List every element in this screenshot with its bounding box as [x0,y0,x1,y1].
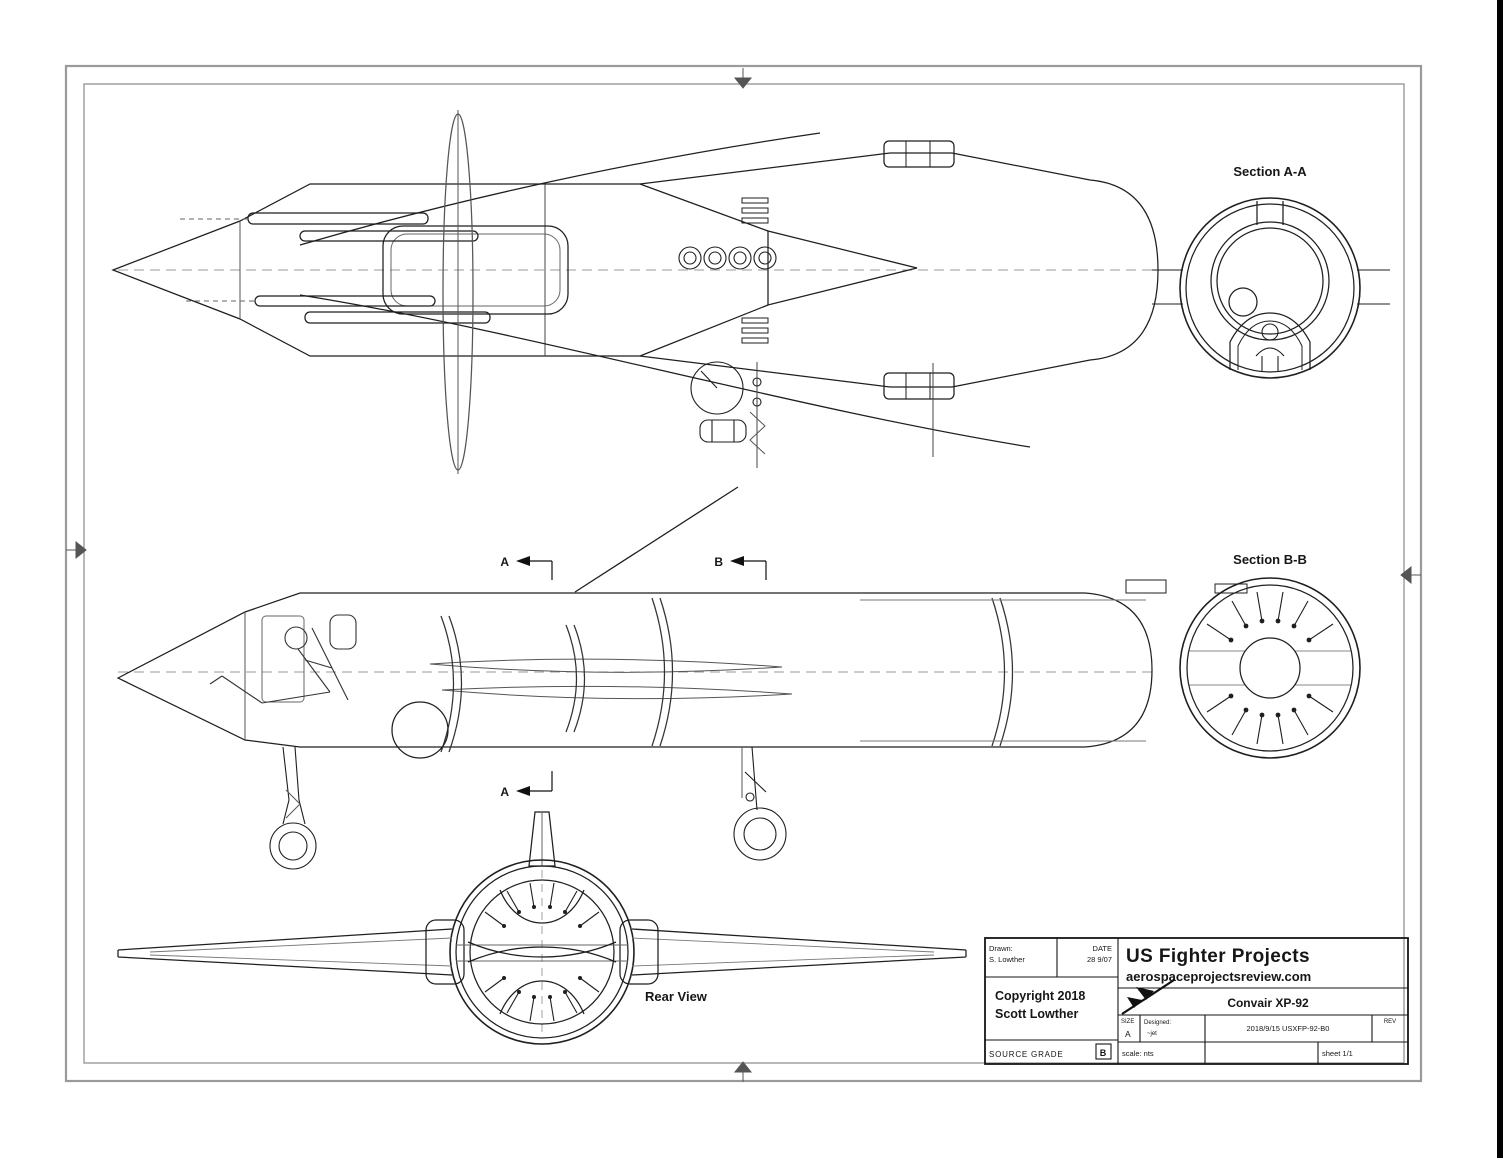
designed-value: ~jet [1147,1031,1157,1037]
date-value: 28 9/07 [1087,955,1112,964]
rear-pod-left [425,919,465,985]
rear-pod-right [619,919,659,985]
logo-aircraft-icon [1121,979,1175,1015]
website: aerospaceprojectsreview.com [1126,969,1311,984]
rear-view [117,811,967,1045]
aa-centerline-ticks [1152,269,1390,305]
rear-wings [117,928,967,976]
rear-spokes [484,882,600,1022]
plan-guns [180,212,491,324]
cut-label-b-top: B [714,555,723,569]
bb-spokes [1206,591,1334,745]
plan-vent-slots [741,197,769,344]
fin-leading-edge [574,486,739,593]
rear-duct-arcs [499,889,585,1015]
side-view [116,486,1248,870]
rev-label: REV [1384,1019,1396,1025]
main-gear [733,746,787,861]
aa-pilot [1255,323,1285,372]
fuel-tank-lower [441,685,793,700]
title-block-border [984,937,1409,1065]
cut-label-a-top: A [500,555,509,569]
source-grade-box [1095,1043,1112,1060]
source-grade-label: SOURCE GRADE [989,1050,1064,1059]
sheet-frame [64,64,1423,1083]
author-line: Scott Lowther [995,1007,1078,1021]
org-title: US Fighter Projects [1126,946,1310,967]
rear-fin [528,811,556,867]
plan-wingtip-pod-lower [883,372,955,400]
copyright-line: Copyright 2018 [995,989,1085,1003]
pilot-figure [209,614,357,704]
plan-le-curve-upper [299,132,821,246]
aa-top-strut [1256,201,1284,225]
designed-label: Designed: [1144,1020,1171,1026]
plan-chamber-circles [678,246,777,270]
title-block: Drawn: S. Lowther DATE 28 9/07 US Fighte… [984,937,1409,1065]
drawing-number: 2018/9/15 USXFP-92-B0 [1247,1024,1330,1033]
plan-le-curve-lower [299,294,1031,448]
rear-view-label: Rear View [645,989,708,1004]
section-bb [1179,577,1361,759]
section-bb-label: Section B-B [1233,552,1307,567]
side-fuselage-outline [116,592,1153,748]
source-grade-value: B [1100,1048,1107,1058]
section-aa-label: Section A-A [1233,164,1307,179]
rear-nozzle-outer [449,859,635,1045]
duct-ring-arcs [440,597,1014,753]
plan-canopy [382,225,569,315]
sheet-text: sheet 1/1 [1322,1049,1353,1058]
scale-text: scale: nts [1122,1049,1154,1058]
plan-view [111,110,1159,474]
screen-edge-bar [1497,0,1503,1158]
aa-detail-circle [1228,287,1258,317]
plan-wingtip-pod-upper [883,140,955,168]
fuel-tank-upper [429,658,783,673]
size-value: A [1125,1029,1131,1039]
cut-label-a-bottom: A [500,785,509,799]
subject-title: Convair XP-92 [1227,996,1309,1010]
plan-tail-spike [767,230,918,306]
rear-wing-crossing [467,941,617,963]
wheel-well [391,701,449,759]
drawn-label: Drawn: [989,944,1013,953]
plan-gear-detail [690,361,934,468]
cockpit-frame [261,615,305,703]
size-label: SIZE [1121,1019,1134,1025]
bb-center-hub [1239,637,1301,699]
section-aa [1152,197,1390,379]
rear-nozzle-inner [469,879,615,1025]
nose-gear [269,746,317,870]
section-cut-markers: A B A [500,555,767,799]
date-label: DATE [1093,944,1112,953]
drawn-value: S. Lowther [989,955,1025,964]
aa-cockpit-dome [1229,312,1311,370]
